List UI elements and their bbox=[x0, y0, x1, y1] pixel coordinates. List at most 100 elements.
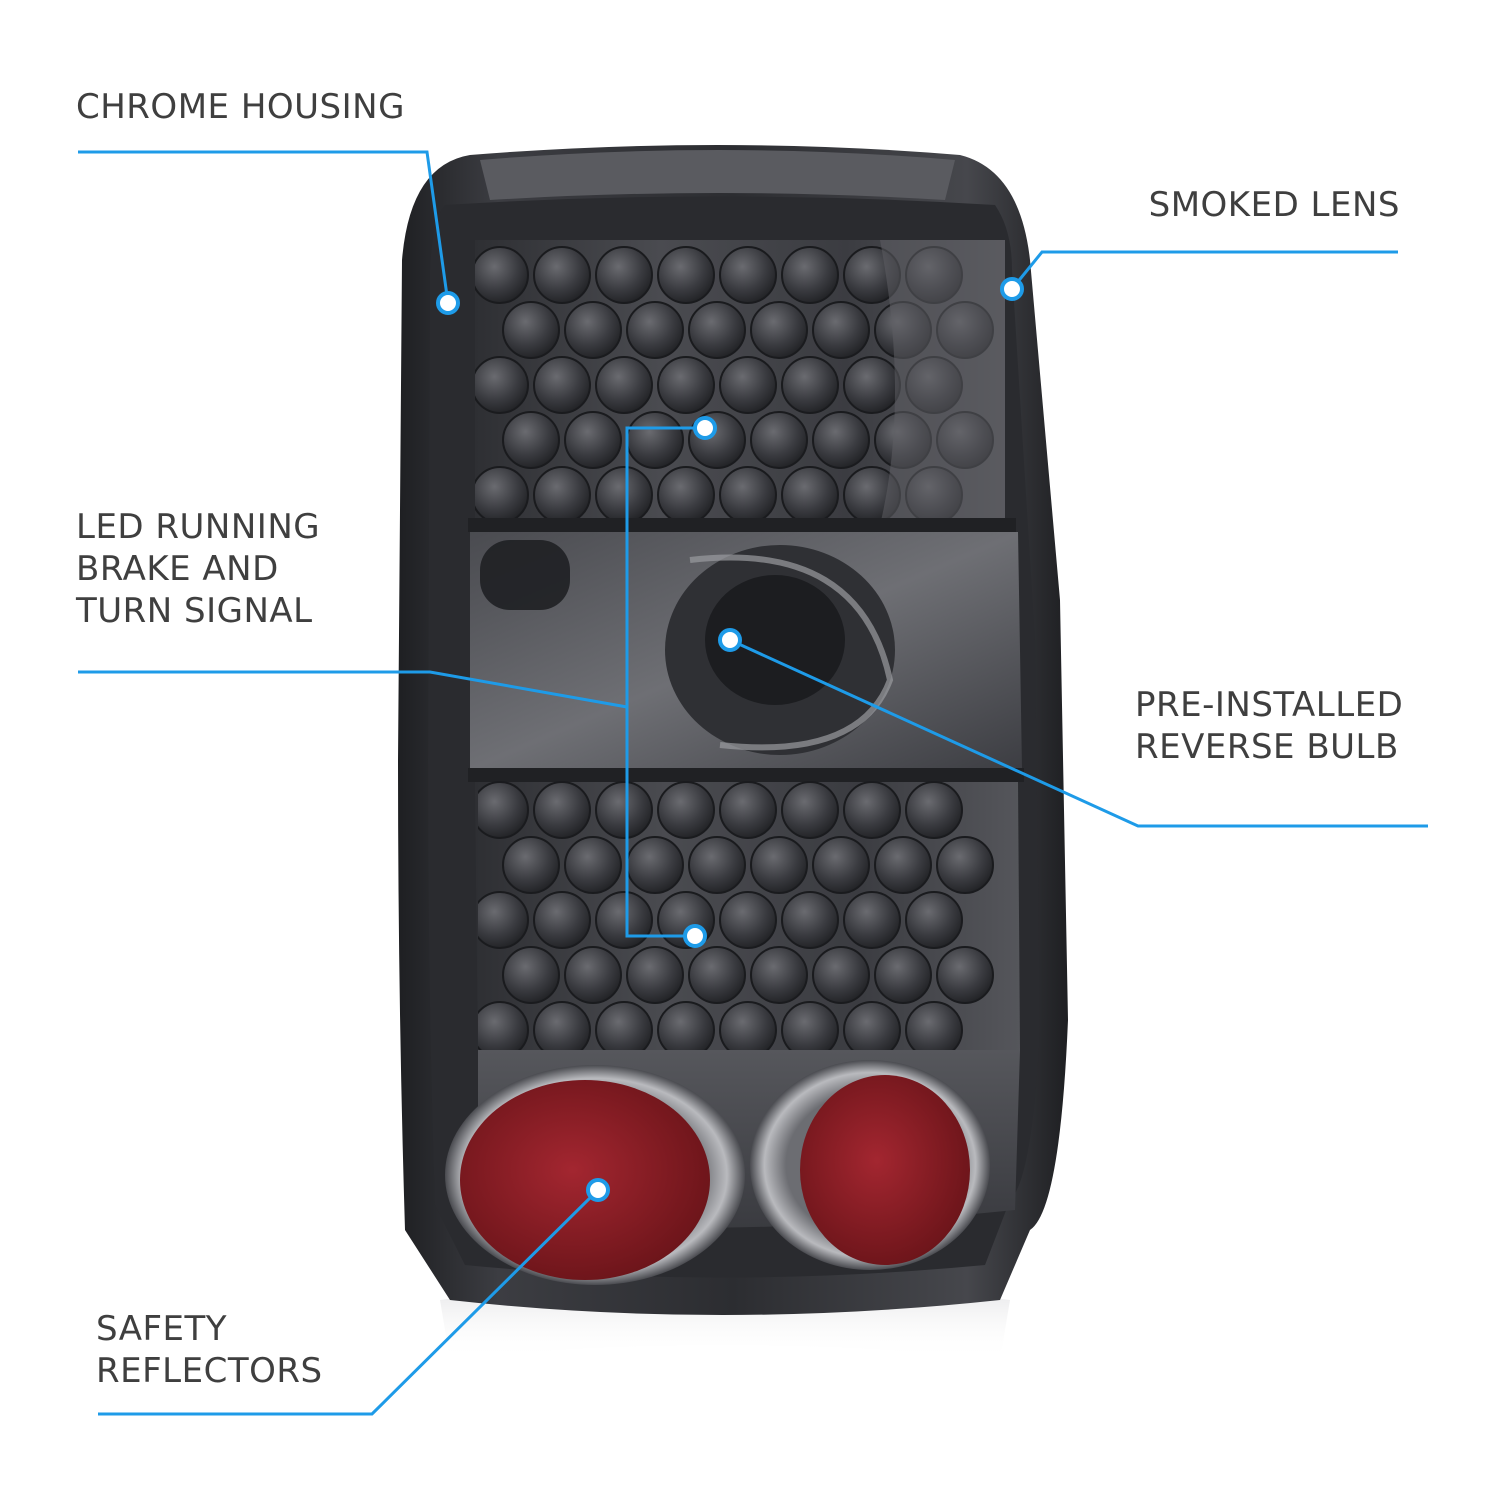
led-cell bbox=[781, 466, 839, 524]
led-cell bbox=[905, 781, 963, 839]
label-line: REVERSE BULB bbox=[1135, 727, 1399, 767]
led-cell bbox=[478, 781, 529, 839]
led-cell bbox=[781, 891, 839, 949]
led-cell bbox=[502, 836, 560, 894]
led-cell bbox=[626, 301, 684, 359]
led-cell bbox=[475, 356, 529, 414]
led-cell bbox=[626, 946, 684, 1004]
led-cell bbox=[843, 356, 901, 414]
lens-divider-lower bbox=[468, 768, 1024, 782]
led-cell bbox=[719, 891, 777, 949]
led-cell bbox=[874, 946, 932, 1004]
callout-dot bbox=[1000, 277, 1024, 301]
led-running-line bbox=[78, 670, 628, 709]
label-reverse-bulb: PRE-INSTALLED REVERSE BULB bbox=[1135, 684, 1403, 768]
label-line: TURN SIGNAL bbox=[76, 591, 313, 631]
safety-reflectors-line bbox=[98, 1188, 600, 1416]
callout-dot bbox=[693, 416, 717, 440]
led-cell bbox=[533, 891, 591, 949]
chrome-housing-line bbox=[78, 150, 450, 304]
led-cell bbox=[812, 411, 870, 469]
led-cell bbox=[475, 246, 529, 304]
led-cell bbox=[657, 466, 715, 524]
label-line: LED RUNNING bbox=[76, 507, 321, 547]
led-cell bbox=[626, 836, 684, 894]
label-safety-reflectors: SAFETY REFLECTORS bbox=[96, 1308, 323, 1392]
label-line: PRE-INSTALLED bbox=[1135, 685, 1404, 725]
led-cell bbox=[843, 891, 901, 949]
label-line: BRAKE AND bbox=[76, 549, 279, 589]
bottom-reflector-section bbox=[445, 1050, 1020, 1285]
led-cell bbox=[626, 411, 684, 469]
led-cell bbox=[812, 836, 870, 894]
led-bracket-line bbox=[625, 426, 705, 938]
led-cell bbox=[502, 411, 560, 469]
callout-dot bbox=[436, 291, 460, 315]
led-cell bbox=[688, 836, 746, 894]
reverse-bulb-line bbox=[729, 638, 1428, 828]
label-line: CHROME HOUSING bbox=[76, 87, 405, 127]
led-cell bbox=[781, 246, 839, 304]
led-cell bbox=[595, 1001, 653, 1053]
led-cell bbox=[533, 466, 591, 524]
label-chrome-housing: CHROME HOUSING bbox=[76, 86, 405, 128]
led-cell bbox=[502, 946, 560, 1004]
callout-dot bbox=[586, 1178, 610, 1202]
lower-led-section bbox=[475, 781, 1020, 1053]
label-led-running: LED RUNNING BRAKE AND TURN SIGNAL bbox=[76, 506, 320, 632]
led-cell bbox=[936, 946, 994, 1004]
label-line: SMOKED LENS bbox=[1148, 185, 1400, 225]
led-cell bbox=[657, 781, 715, 839]
led-cell bbox=[533, 356, 591, 414]
led-cell bbox=[478, 1001, 529, 1053]
led-cell bbox=[750, 836, 808, 894]
led-cell bbox=[564, 301, 622, 359]
led-cell bbox=[478, 891, 529, 949]
label-smoked-lens: SMOKED LENS bbox=[1149, 184, 1400, 226]
led-cell bbox=[564, 946, 622, 1004]
led-cell bbox=[564, 836, 622, 894]
led-cell bbox=[688, 301, 746, 359]
led-cell bbox=[595, 246, 653, 304]
led-cell bbox=[595, 781, 653, 839]
led-cell bbox=[719, 356, 777, 414]
led-cell bbox=[874, 836, 932, 894]
led-cell bbox=[936, 836, 994, 894]
led-cell bbox=[688, 946, 746, 1004]
callout-dot bbox=[683, 924, 707, 948]
led-cell bbox=[719, 246, 777, 304]
led-cell bbox=[564, 411, 622, 469]
led-cell bbox=[657, 356, 715, 414]
led-cell bbox=[657, 1001, 715, 1053]
led-cell bbox=[781, 356, 839, 414]
led-cell bbox=[595, 356, 653, 414]
led-cell bbox=[750, 946, 808, 1004]
led-cell bbox=[750, 411, 808, 469]
upper-led-section bbox=[475, 240, 1005, 525]
led-cell bbox=[843, 1001, 901, 1053]
led-cell bbox=[595, 891, 653, 949]
lens-divider-upper bbox=[468, 518, 1016, 532]
led-cell bbox=[843, 781, 901, 839]
led-cell bbox=[781, 781, 839, 839]
led-cell bbox=[502, 301, 560, 359]
led-cell bbox=[719, 466, 777, 524]
label-line: SAFETY bbox=[96, 1309, 228, 1349]
led-cell bbox=[657, 246, 715, 304]
led-cell bbox=[905, 1001, 963, 1053]
led-cell bbox=[475, 466, 529, 524]
callout-lines bbox=[78, 150, 1428, 1416]
led-cell bbox=[533, 1001, 591, 1053]
led-cell bbox=[905, 891, 963, 949]
led-cell bbox=[812, 301, 870, 359]
label-line: REFLECTORS bbox=[96, 1351, 323, 1391]
led-cell bbox=[719, 781, 777, 839]
smoked-lens-line bbox=[1010, 250, 1398, 290]
callout-dot bbox=[718, 628, 742, 652]
led-cell bbox=[595, 466, 653, 524]
led-cell bbox=[812, 946, 870, 1004]
led-cell bbox=[533, 246, 591, 304]
led-cell bbox=[533, 781, 591, 839]
